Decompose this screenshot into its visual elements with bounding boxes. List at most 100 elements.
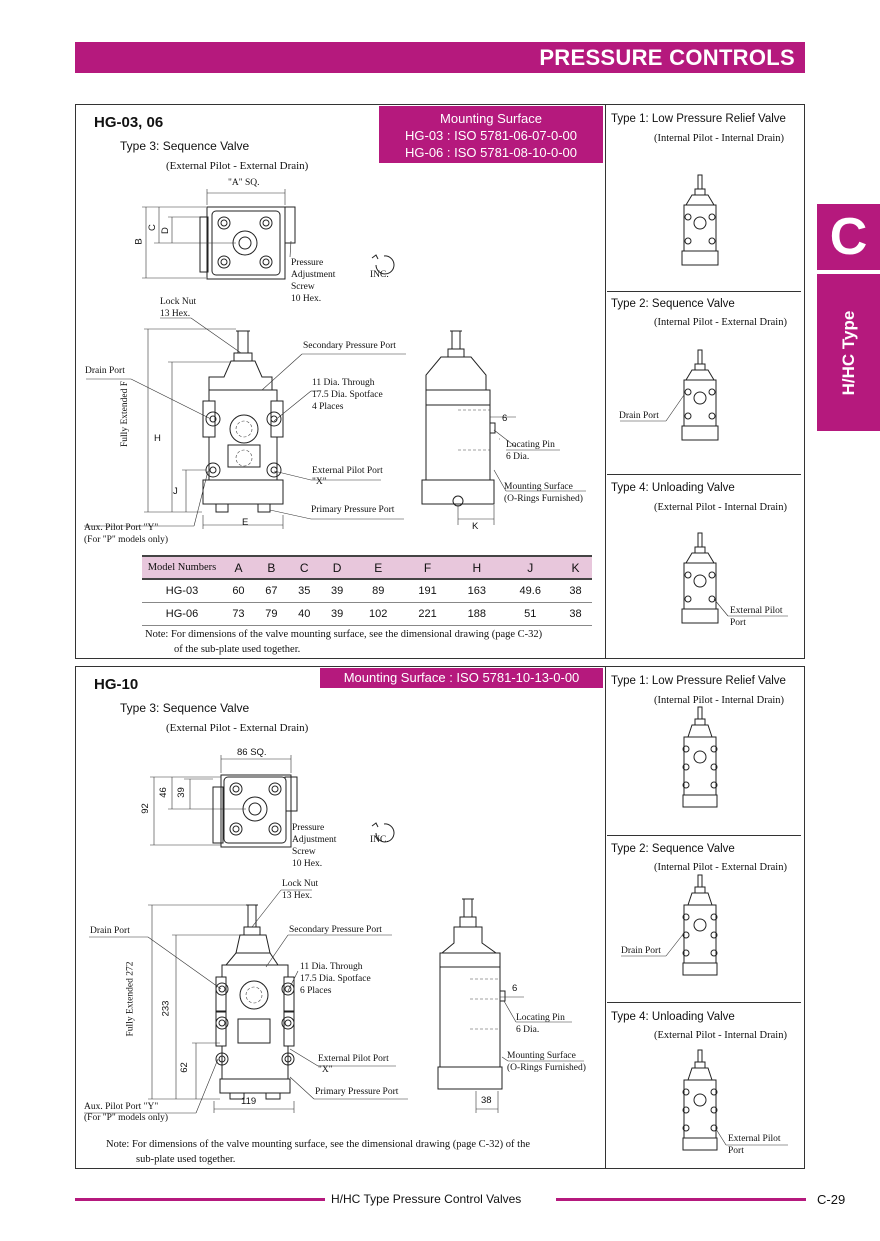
locating-pin-label: Locating Pin 6 Dia. bbox=[516, 1013, 565, 1035]
table-header: J bbox=[527, 560, 534, 575]
lock-nut-label: Lock Nut 13 Hex. bbox=[160, 297, 197, 319]
top-view-drawing bbox=[142, 189, 395, 280]
table-cell: 40 bbox=[298, 607, 311, 620]
type4-pilot: (External Pilot - Internal Drain) bbox=[654, 502, 787, 513]
dim-e-label: E bbox=[242, 517, 249, 528]
note-line1: Note: For dimensions of the valve mounti… bbox=[145, 629, 543, 640]
mounting-title: Mounting Surface : ISO 5781-10-13-0-00 bbox=[343, 670, 580, 685]
section-tab: H/HC Type bbox=[817, 274, 880, 431]
external-pilot-label: External Pilot Port "X" bbox=[312, 466, 383, 487]
table-cell: 35 bbox=[298, 584, 311, 597]
type4-pilot-port-label: External Pilot Port bbox=[730, 606, 783, 628]
type2-drain-port-label: Drain Port bbox=[621, 946, 661, 956]
section-hg-03-06: HG-03, 06 Type 3: Sequence Valve (Extern… bbox=[75, 104, 805, 659]
mounting-surface-label: Mounting Surface (O-Rings Furnished) bbox=[507, 1051, 586, 1073]
aux-pilot-label: Aux. Pilot Port "Y" bbox=[84, 1102, 159, 1112]
table-cell: HG-03 bbox=[165, 584, 199, 597]
type1-pilot: (Internal Pilot - Internal Drain) bbox=[654, 695, 785, 706]
table-header: E bbox=[374, 560, 383, 575]
aux-pilot-label: Aux. Pilot Port "Y" bbox=[84, 523, 159, 533]
table-header-row: Model Numbers A B C D E F H J K bbox=[142, 556, 592, 579]
top-view-drawing bbox=[150, 755, 395, 848]
dim-h-label: H bbox=[154, 433, 161, 444]
mounting-surface-label: Mounting Surface (O-Rings Furnished) bbox=[504, 482, 583, 504]
inc-label: INC. bbox=[370, 270, 389, 280]
dim-k-label: K bbox=[472, 521, 479, 532]
footer-title: H/HC Type Pressure Control Valves bbox=[331, 1192, 522, 1206]
dim-6-label: 6 bbox=[512, 983, 518, 994]
table-cell: 89 bbox=[372, 584, 385, 597]
type2-pilot: (Internal Pilot - External Drain) bbox=[654, 862, 787, 873]
page-title: PRESSURE CONTROLS bbox=[539, 45, 795, 70]
table-cell: 51 bbox=[524, 607, 537, 620]
table-cell: 188 bbox=[467, 607, 487, 620]
type2-title: Type 2: Sequence Valve bbox=[611, 843, 735, 855]
table-cell: 163 bbox=[467, 584, 487, 597]
table-cell: 191 bbox=[418, 584, 437, 597]
table-cell: 79 bbox=[265, 607, 278, 620]
side-view-drawing bbox=[421, 330, 586, 525]
dim-119-label: 119 bbox=[241, 1096, 257, 1107]
model-title: HG-10 bbox=[94, 676, 139, 693]
aux-pilot-note: (For "P" models only) bbox=[84, 535, 169, 545]
type2-title: Type 2: Sequence Valve bbox=[611, 298, 735, 310]
section-tab-letter: C bbox=[817, 204, 880, 270]
section-hg-10: HG-10 Type 3: Sequence Valve (External P… bbox=[75, 666, 805, 1169]
type2-pilot: (Internal Pilot - External Drain) bbox=[654, 317, 787, 328]
side-view-drawing bbox=[437, 898, 584, 1113]
note-line2: of the sub-plate used together. bbox=[174, 644, 301, 655]
type1-title: Type 1: Low Pressure Relief Valve bbox=[611, 113, 786, 125]
type1-title: Type 1: Low Pressure Relief Valve bbox=[611, 675, 786, 687]
table-cell: 60 bbox=[232, 584, 245, 597]
note-line2: sub-plate used together. bbox=[136, 1154, 236, 1165]
note-line1: Note: For dimensions of the valve mounti… bbox=[106, 1139, 530, 1150]
table-cell: 49.6 bbox=[519, 584, 541, 597]
holes-label: 11 Dia. Through 17.5 Dia. Spotface 4 Pla… bbox=[312, 378, 383, 412]
type4-title: Type 4: Unloading Valve bbox=[611, 1011, 735, 1023]
mounting-surface-box: Mounting Surface HG-03 : ISO 5781-06-07-… bbox=[379, 106, 603, 163]
page-number: C-29 bbox=[817, 1192, 846, 1207]
type-valve-drawings bbox=[620, 174, 788, 624]
mounting-line1: HG-03 : ISO 5781-06-07-0-00 bbox=[405, 128, 577, 143]
table-header: F bbox=[423, 560, 432, 575]
table-header: K bbox=[571, 560, 580, 575]
table-header: B bbox=[267, 560, 276, 575]
table-cell: 102 bbox=[369, 607, 388, 620]
primary-port-label: Primary Pressure Port bbox=[311, 505, 395, 515]
table-header: C bbox=[299, 560, 309, 575]
section-tab-label: H/HC Type bbox=[838, 310, 858, 395]
table-row: HG-06 73 79 40 39 102 221 188 51 38 bbox=[142, 602, 592, 625]
header-bar: PRESSURE CONTROLS bbox=[75, 42, 805, 73]
footer-line-right bbox=[556, 1198, 806, 1201]
table-cell: 38 bbox=[569, 584, 582, 597]
type-label: Type 3: Sequence Valve bbox=[120, 701, 250, 715]
table-header: H bbox=[472, 560, 482, 575]
front-view-drawing bbox=[84, 317, 406, 529]
mounting-line2: HG-06 : ISO 5781-08-10-0-00 bbox=[405, 145, 577, 160]
drain-port-label: Drain Port bbox=[85, 366, 125, 376]
table-cell: HG-06 bbox=[165, 607, 199, 620]
external-pilot-label: External Pilot Port "X" bbox=[318, 1054, 389, 1075]
type4-pilot: (External Pilot - Internal Drain) bbox=[654, 1030, 787, 1041]
drain-port-label: Drain Port bbox=[90, 926, 130, 936]
table-cell: 38 bbox=[569, 607, 582, 620]
type1-pilot: (Internal Pilot - Internal Drain) bbox=[654, 133, 785, 144]
adjust-screw-label: Pressure Adjustment Screw 10 Hex. bbox=[291, 258, 336, 304]
mounting-surface-box: Mounting Surface : ISO 5781-10-13-0-00 bbox=[320, 668, 603, 688]
type-label: Type 3: Sequence Valve bbox=[120, 139, 250, 153]
table-cell: 73 bbox=[232, 607, 245, 620]
pilot-label: (External Pilot - External Drain) bbox=[166, 722, 309, 734]
type-valve-drawings bbox=[621, 706, 788, 1151]
type2-drain-port-label: Drain Port bbox=[619, 411, 659, 421]
dim-38-label: 38 bbox=[481, 1095, 492, 1106]
inc-label: INC. bbox=[370, 835, 389, 845]
table-header: A bbox=[234, 560, 243, 575]
front-view-drawing bbox=[84, 889, 408, 1114]
dim-86-label: 86 SQ. bbox=[237, 747, 267, 758]
secondary-port-label: Secondary Pressure Port bbox=[289, 925, 382, 935]
table-cell: 39 bbox=[330, 607, 344, 620]
table-cell: 221 bbox=[418, 607, 437, 620]
secondary-port-label: Secondary Pressure Port bbox=[303, 341, 396, 351]
type4-title: Type 4: Unloading Valve bbox=[611, 482, 735, 494]
pilot-label: (External Pilot - External Drain) bbox=[166, 160, 309, 172]
